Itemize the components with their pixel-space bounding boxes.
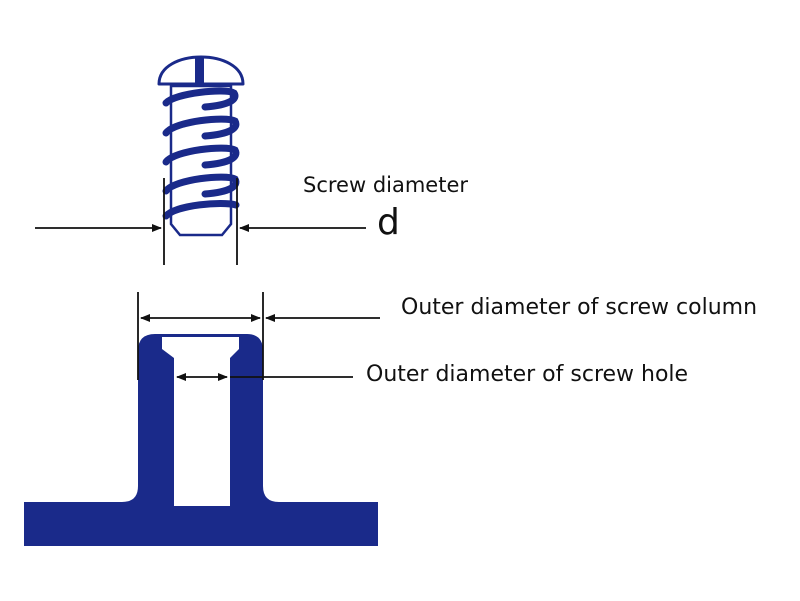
screw-head-slot [195,56,204,84]
column-diameter-dimension [137,292,380,380]
screw-threads [162,87,240,220]
screw [157,55,245,237]
column-diameter-label: Outer diameter of screw column [401,295,758,320]
screw-diameter-dimension [35,178,366,265]
hole-diameter-label: Outer diameter of screw hole [366,362,689,387]
screw-boss-column [24,334,378,546]
screw-diameter-label: Screw diameter [303,173,469,197]
screw-diameter-symbol: d [377,202,400,243]
